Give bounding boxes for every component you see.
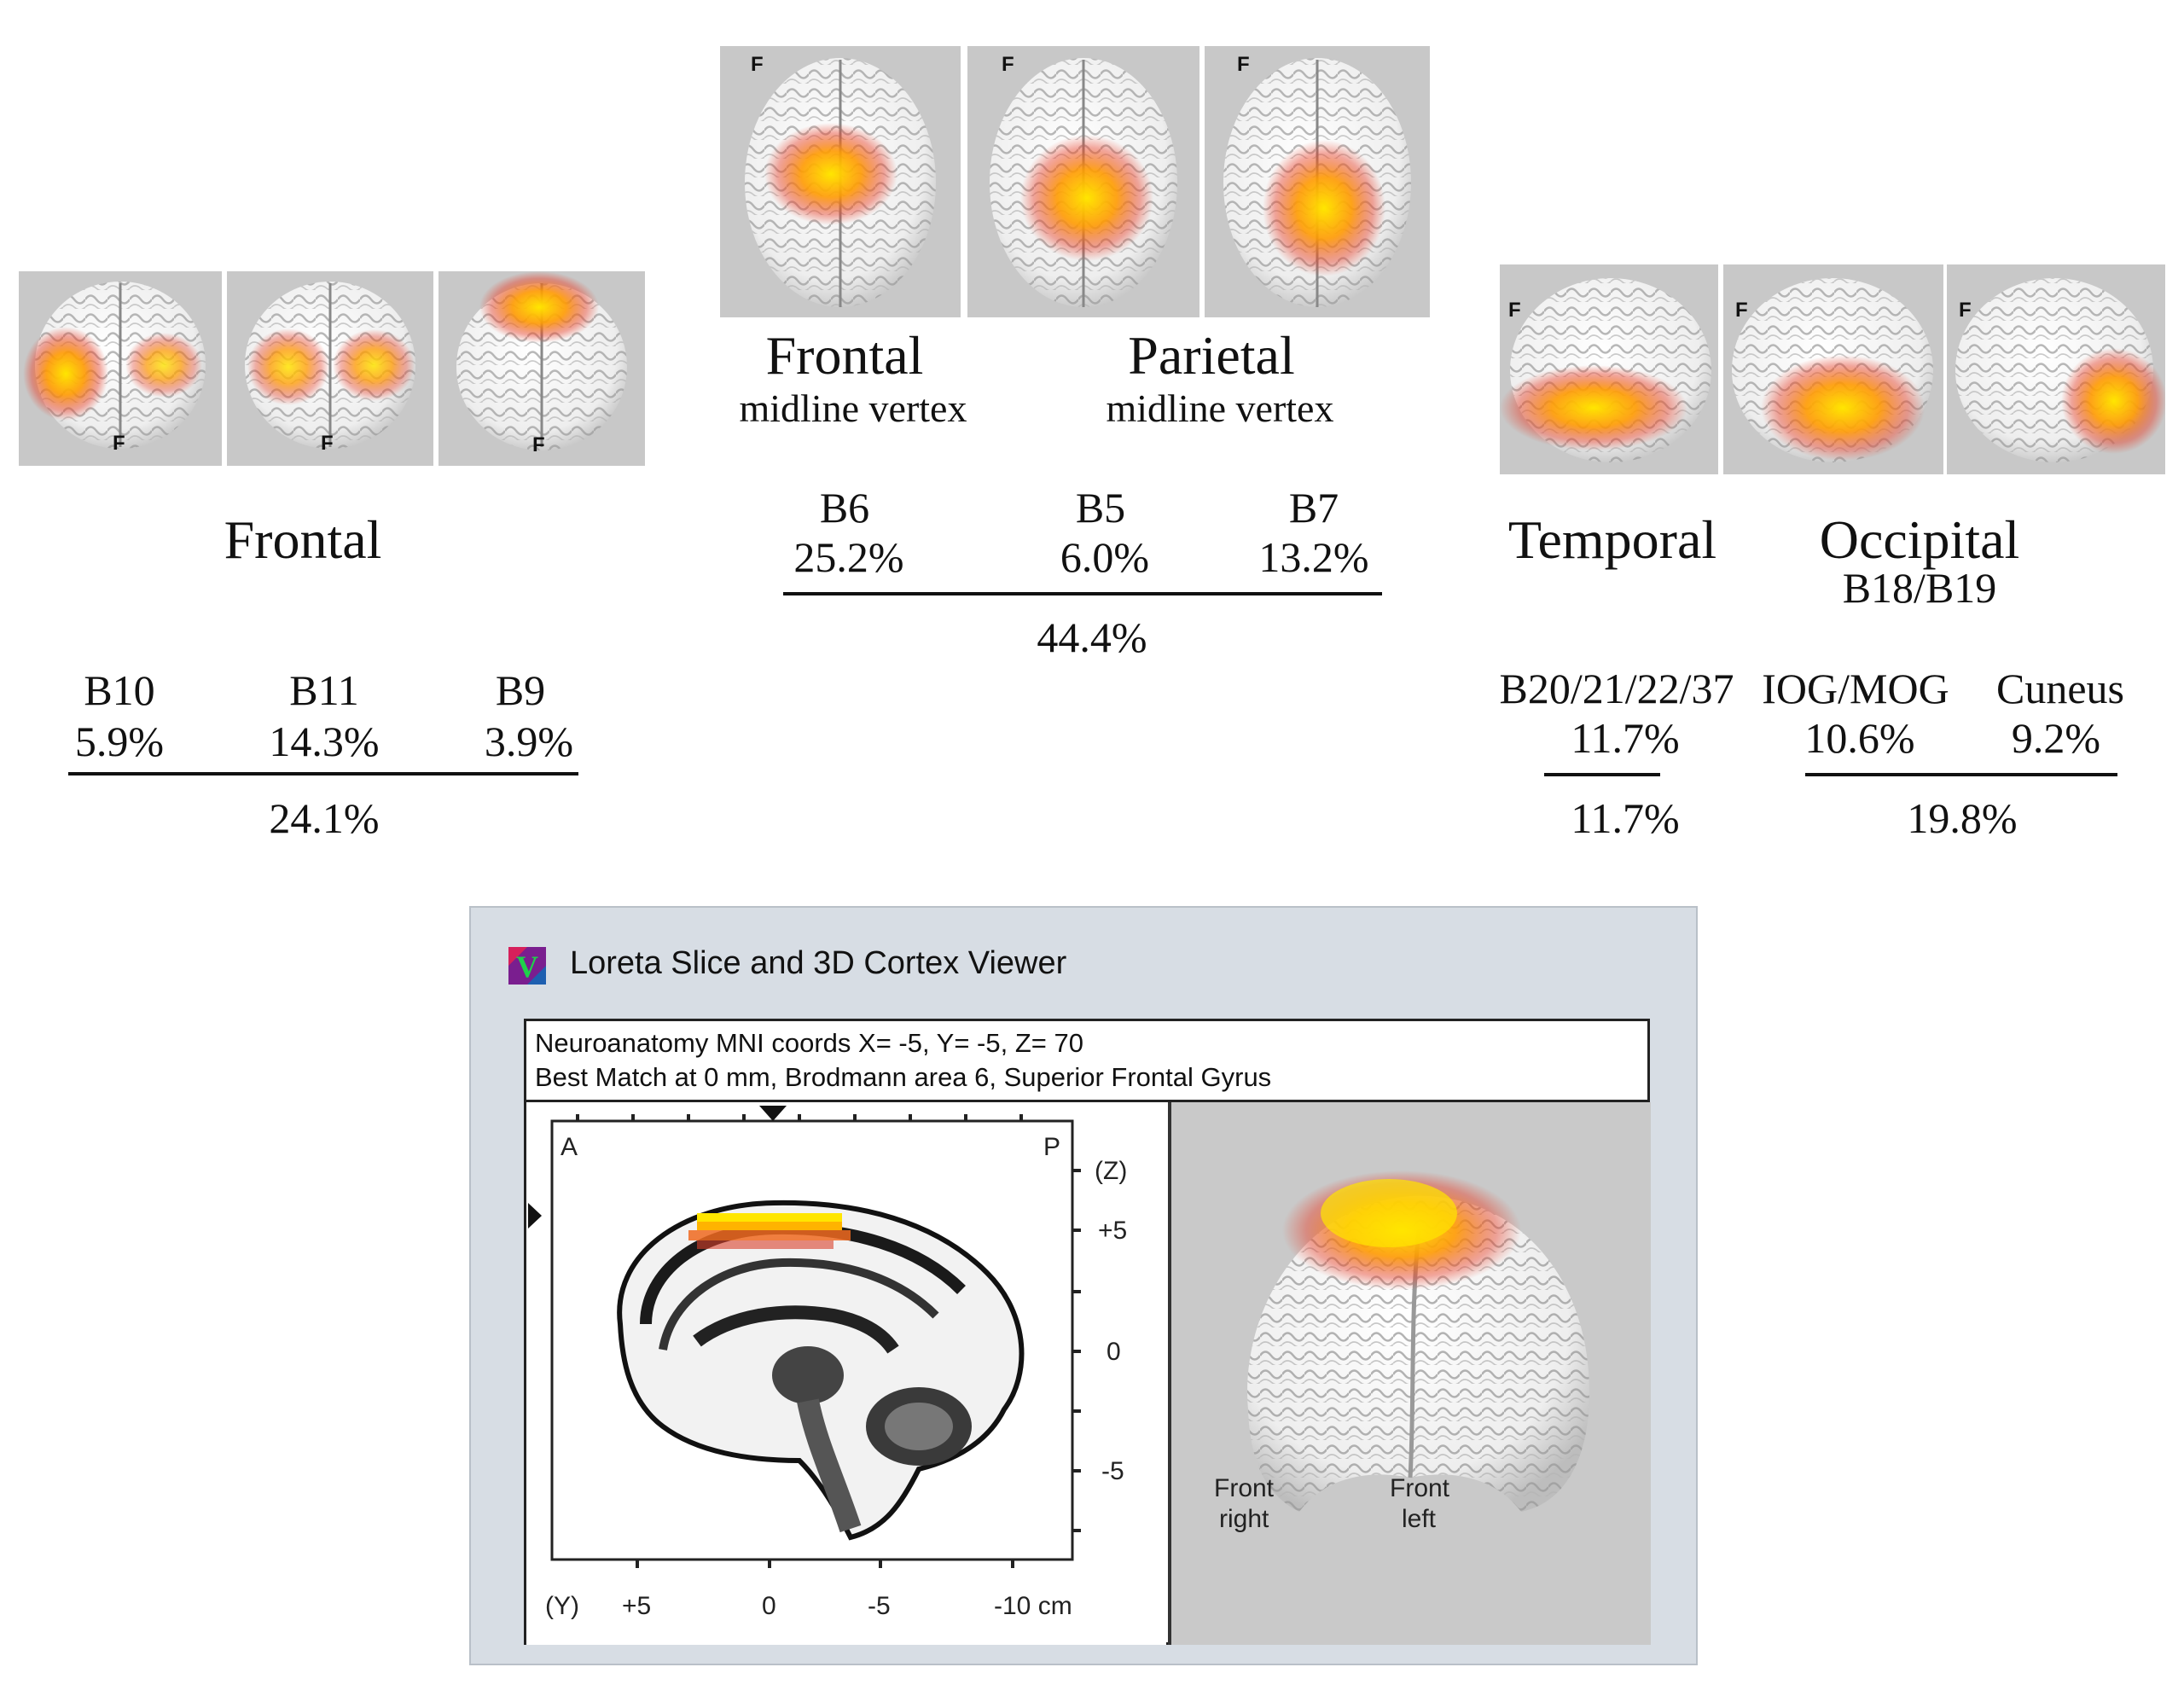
- occipital-area-value: 9.2%: [2011, 714, 2101, 762]
- temporal-title: Temporal: [1507, 509, 1717, 570]
- midline-parietal-sub: midline vertex: [1106, 386, 1334, 430]
- sagittal-slice-panel[interactable]: A P (Z) +5 0 -5 (Y) +5 0 -5 -10 cm: [526, 1102, 1166, 1645]
- thumb-f-label: F: [1735, 299, 1748, 322]
- frontal-thumb-2: F: [227, 271, 433, 466]
- frontal-area-name: B11: [289, 666, 359, 714]
- occipital-area-name: IOG/MOG: [1762, 665, 1949, 712]
- thumb-f-label: F: [532, 433, 545, 456]
- posterior-label: P: [1043, 1133, 1060, 1161]
- thumb-f-label: F: [1002, 53, 1014, 76]
- frontal-area-value: 3.9%: [484, 717, 574, 765]
- occipital-title: Occipital: [1819, 509, 2020, 570]
- frontal-area-value: 5.9%: [74, 717, 165, 765]
- cortex-3d-panel[interactable]: Front right Front left: [1168, 1102, 1651, 1645]
- thumb-f-label: F: [321, 432, 334, 455]
- occipital-thumb-2: F: [1947, 264, 2165, 474]
- front-right-label-2: right: [1219, 1505, 1269, 1533]
- frontal-total: 24.1%: [269, 794, 380, 842]
- midline-area-value: 13.2%: [1258, 533, 1369, 581]
- frontal-title: Frontal: [224, 509, 382, 570]
- y-tick-label: -10 cm: [994, 1592, 1072, 1620]
- viewer-content: Neuroanatomy MNI coords X= -5, Y= -5, Z=…: [524, 1019, 1651, 1645]
- frontal-area-name: B9: [495, 666, 546, 714]
- midline-parietal-title: Parietal: [1128, 325, 1295, 386]
- occipital-area-value: 10.6%: [1804, 714, 1915, 762]
- midline-sum-rule: [783, 592, 1382, 595]
- occipital-thumb-1: F: [1723, 264, 1943, 474]
- occipital-sum-rule: [1805, 773, 2117, 776]
- sagittal-slice-view[interactable]: A P (Z) +5 0 -5 (Y) +5 0 -5 -10 cm: [526, 1102, 1166, 1645]
- midline-frontal-title: Frontal: [765, 325, 924, 386]
- z-tick-label: -5: [1101, 1457, 1124, 1485]
- loreta-viewer-window[interactable]: V Loreta Slice and 3D Cortex Viewer Neur…: [469, 906, 1698, 1665]
- cortex-3d-view[interactable]: Front right Front left: [1171, 1102, 1647, 1645]
- frontal-thumb-3: F: [439, 271, 645, 466]
- midline-thumb-1: F: [720, 46, 961, 317]
- frontal-sum-rule: [68, 772, 578, 775]
- y-axis-label: (Y): [545, 1592, 579, 1620]
- anterior-label: A: [561, 1133, 578, 1161]
- midline-area-value: 6.0%: [1060, 533, 1150, 581]
- front-right-label-1: Front: [1214, 1474, 1275, 1502]
- viewer-panels: A P (Z) +5 0 -5 (Y) +5 0 -5 -10 cm: [526, 1100, 1651, 1645]
- occipital-total: 19.8%: [1907, 794, 2018, 842]
- app-logo-letter: V: [516, 950, 538, 984]
- thumb-f-label: F: [1959, 299, 1972, 322]
- window-title: Loreta Slice and 3D Cortex Viewer: [570, 945, 1067, 981]
- temporal-area-name: B20/21/22/37: [1499, 665, 1734, 712]
- midline-total: 44.4%: [1037, 613, 1147, 661]
- y-tick-label: -5: [868, 1592, 891, 1620]
- frontal-area-name: B10: [84, 666, 155, 714]
- front-left-label-1: Front: [1390, 1474, 1450, 1502]
- app-logo-icon: V: [508, 947, 546, 985]
- y-tick-label: +5: [622, 1592, 651, 1620]
- temporal-thumb: F: [1500, 264, 1718, 474]
- z-tick-label: 0: [1107, 1338, 1121, 1366]
- occipital-area-name: Cuneus: [1996, 665, 2124, 712]
- thumb-f-label: F: [113, 432, 125, 455]
- best-match-line: Best Match at 0 mm, Brodmann area 6, Sup…: [535, 1062, 1272, 1092]
- thumb-f-label: F: [1508, 299, 1521, 322]
- z-tick-label: +5: [1098, 1217, 1127, 1245]
- mni-coords-line: Neuroanatomy MNI coords X= -5, Y= -5, Z=…: [535, 1028, 1083, 1058]
- midline-thumb-2: F: [967, 46, 1199, 317]
- z-axis-label: (Z): [1095, 1157, 1127, 1185]
- midline-area-value: 25.2%: [793, 533, 904, 581]
- midline-area-name: B6: [819, 484, 870, 532]
- thumb-f-label: F: [1237, 53, 1250, 76]
- frontal-thumb-1: F: [19, 271, 222, 466]
- y-cursor-marker: [759, 1106, 787, 1121]
- midline-area-name: B5: [1075, 484, 1126, 532]
- temporal-sum-rule: [1544, 773, 1660, 776]
- temporal-total: 11.7%: [1571, 794, 1680, 842]
- z-cursor-marker: [528, 1203, 542, 1229]
- midline-frontal-sub: midline vertex: [739, 386, 967, 430]
- frontal-area-value: 14.3%: [269, 717, 380, 765]
- temporal-area-value: 11.7%: [1571, 714, 1680, 762]
- thumb-f-label: F: [751, 53, 764, 76]
- y-tick-label: 0: [762, 1592, 776, 1620]
- midline-area-name: B7: [1288, 484, 1339, 532]
- neuroanatomy-info: Neuroanatomy MNI coords X= -5, Y= -5, Z=…: [535, 1026, 1271, 1095]
- occipital-sub: B18/B19: [1842, 564, 1997, 612]
- midline-thumb-3: F: [1205, 46, 1430, 317]
- front-left-label-2: left: [1402, 1505, 1437, 1533]
